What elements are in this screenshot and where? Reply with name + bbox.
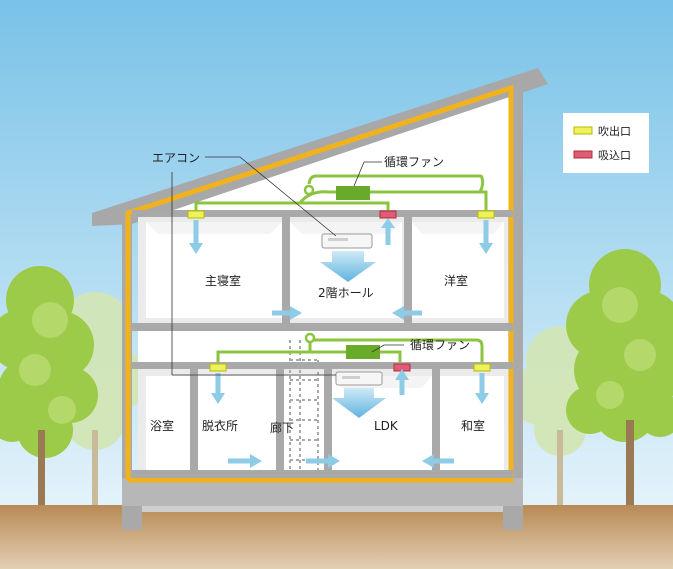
label-japanese-room: 和室 <box>461 418 485 433</box>
legend-outlet-label: 吹出口 <box>598 124 631 138</box>
mid-floor-slab <box>132 323 513 331</box>
legend-inlet-swatch <box>573 150 593 159</box>
airflow-arrows <box>189 218 493 468</box>
ceiling-1f-space <box>138 331 508 363</box>
outlet-dressing-room <box>209 363 227 372</box>
label-dressing-room: 脱衣所 <box>202 418 238 433</box>
aircon-flow-1f <box>332 388 386 418</box>
leader-lines <box>171 156 404 376</box>
fan-lower <box>346 345 380 359</box>
outlet-western-room <box>477 210 495 219</box>
legend-inlet-label: 吸込口 <box>598 149 631 162</box>
legend-outlet-swatch <box>573 126 593 135</box>
duct-lower <box>216 338 484 362</box>
inlet-hall <box>379 210 397 219</box>
label-master-bedroom: 主寝室 <box>205 273 241 288</box>
right-wall <box>513 88 523 530</box>
ground <box>0 505 673 569</box>
duct-upper <box>194 174 488 213</box>
label-bathroom: 浴室 <box>150 418 174 433</box>
legend: 吹出口 吸込口 <box>563 113 649 173</box>
insulation-layer <box>125 84 514 483</box>
foundation <box>122 478 523 506</box>
staircase <box>289 340 319 470</box>
label-western-room: 洋室 <box>444 273 468 288</box>
label-hall-2f: 2階ホール <box>318 285 374 300</box>
ceiling-1f <box>132 362 513 369</box>
foundation-right-foot <box>503 506 523 530</box>
label-ldk: LDK <box>374 419 399 433</box>
fan-upper <box>336 186 370 200</box>
label-aircon: エアコン <box>152 151 200 165</box>
trees-left <box>0 266 147 505</box>
trees-right <box>510 249 673 505</box>
ground-floor-slab <box>132 470 513 478</box>
outlet-master-bedroom <box>187 210 205 219</box>
ceiling-2f <box>132 210 513 217</box>
label-hallway: 廊下 <box>270 420 294 435</box>
outlet-japanese-room <box>473 363 491 372</box>
label-fan-upper: 循環ファン <box>384 155 444 169</box>
foundation-left-foot <box>122 506 142 530</box>
label-fan-lower: 循環ファン <box>410 338 470 352</box>
aircon-flow-2f <box>320 251 376 282</box>
